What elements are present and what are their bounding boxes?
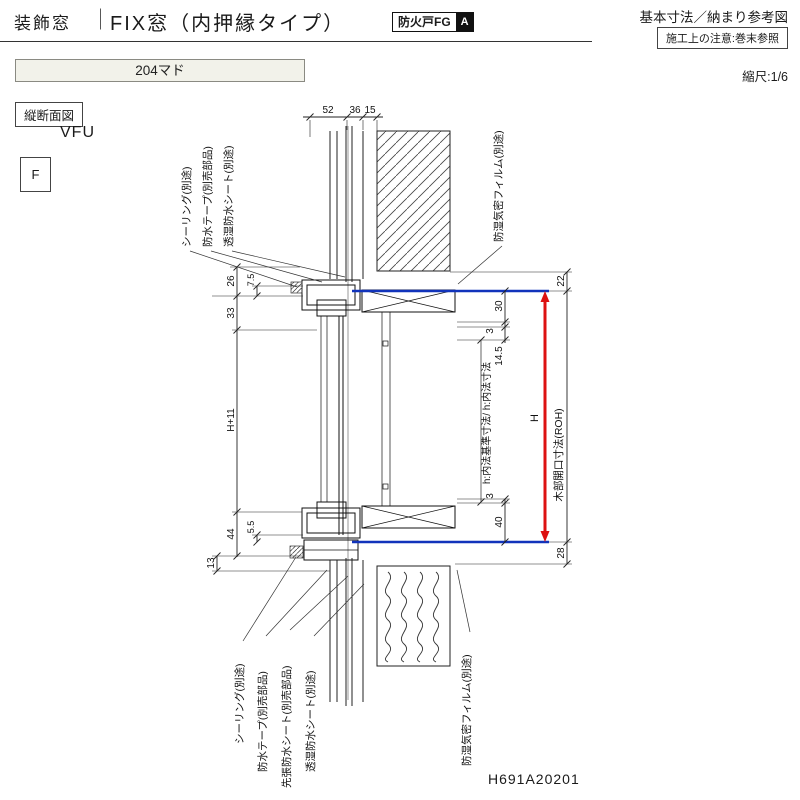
dim-40: 40 (494, 516, 505, 528)
window-head-frame (290, 279, 456, 506)
cell-mark-box: F (20, 157, 51, 192)
opening-datum-lines (352, 289, 549, 544)
screw-mark (382, 340, 389, 347)
construction-note: 施工上の注意:巻末参照 (656, 27, 788, 49)
dim-3-bottom: 3 (485, 493, 496, 499)
page-title: FIX窓（内押縁タイプ） (110, 13, 346, 35)
label-breathable-sheet-bottom: 透湿防水シート(別途) (304, 671, 317, 773)
window-sill-frame (289, 501, 456, 561)
drawing-number: H691A20201 (488, 771, 580, 787)
dim-28: 28 (556, 547, 567, 559)
category-label: 装飾窓 (14, 14, 71, 33)
title-separator: ｜ (90, 9, 111, 32)
label-waterproof-tape-top: 防水テープ(別売部品) (201, 146, 214, 247)
insulation-coil (385, 571, 439, 663)
dim-H-plus-11: H+11 (226, 408, 237, 432)
dim-3-top: 3 (485, 328, 496, 334)
wall-section-top (329, 126, 451, 282)
material-labels-bottom: シーリング(別途) 防水テープ(別売部品) 先張防水シート(別売部品) 透湿防水… (233, 556, 473, 789)
label-vapor-film-bottom: 防湿気密フィルム(別途) (460, 654, 473, 766)
dim-13: 13 (206, 557, 217, 569)
dim-15: 15 (364, 105, 376, 116)
reference-title: 基本寸法／納まり参考図 (639, 10, 789, 25)
dim-44: 44 (226, 528, 237, 540)
label-breathable-sheet-top: 透湿防水シート(別途) (222, 146, 235, 248)
product-code: VFU (60, 124, 95, 141)
dim-52: 52 (322, 105, 334, 116)
sill-sealant (289, 545, 304, 559)
material-labels-top: シーリング(別途) 防水テープ(別売部品) 透湿防水シート(別途) 防湿気密フィ… (180, 130, 505, 288)
dim-7-5: 7.5 (246, 274, 256, 287)
label-pre-waterproof-sheet-bottom: 先張防水シート(別売部品) (280, 666, 293, 789)
dim-14-5: 14.5 (494, 346, 505, 366)
dim-26: 26 (226, 275, 237, 287)
top-dimension: 52 36 15 (303, 105, 383, 137)
model-size-box: 204マド (15, 59, 305, 82)
dim-22: 22 (556, 275, 567, 287)
arrow-up (540, 291, 550, 302)
dim-30: 30 (494, 300, 505, 312)
glass-pane (338, 316, 344, 535)
section-view-label: 縦断面図 (15, 102, 84, 127)
arrow-down (540, 531, 550, 542)
dim-5-5: 5.5 (246, 521, 256, 534)
height-dimension-red: H (529, 291, 550, 542)
fire-door-badge: 防火戸FG A (392, 12, 474, 32)
label-vapor-film-top: 防湿気密フィルム(別途) (492, 130, 505, 242)
fire-door-badge-label: 防火戸FG (392, 12, 457, 32)
dim-33: 33 (226, 307, 237, 319)
header-divider (0, 41, 592, 42)
label-waterproof-tape-bottom: 防水テープ(別売部品) (256, 671, 269, 772)
dim-H: H (529, 414, 541, 422)
wall-section-bottom (329, 558, 451, 706)
dim-36: 36 (349, 105, 361, 116)
axis-inner-dim-label: h:内法基準寸法/ h:内法寸法 (480, 362, 493, 484)
label-sealing-bottom: シーリング(別途) (233, 664, 246, 745)
dims-left: 26 7.5 33 H+11 5.5 44 13 (206, 263, 330, 575)
screw-mark (382, 483, 389, 490)
fire-door-badge-mark: A (456, 12, 474, 32)
dims-right: 30 3 14.5 3 40 22 28 h:内法基準寸法/ h:内法寸法 木部… (450, 268, 572, 568)
scale-label: 縮尺:1/6 (742, 70, 788, 84)
axis-roh-label: 木部開口寸法(ROH) (552, 408, 565, 501)
label-sealing-top: シーリング(別途) (180, 167, 193, 248)
head-sealant (290, 281, 303, 294)
